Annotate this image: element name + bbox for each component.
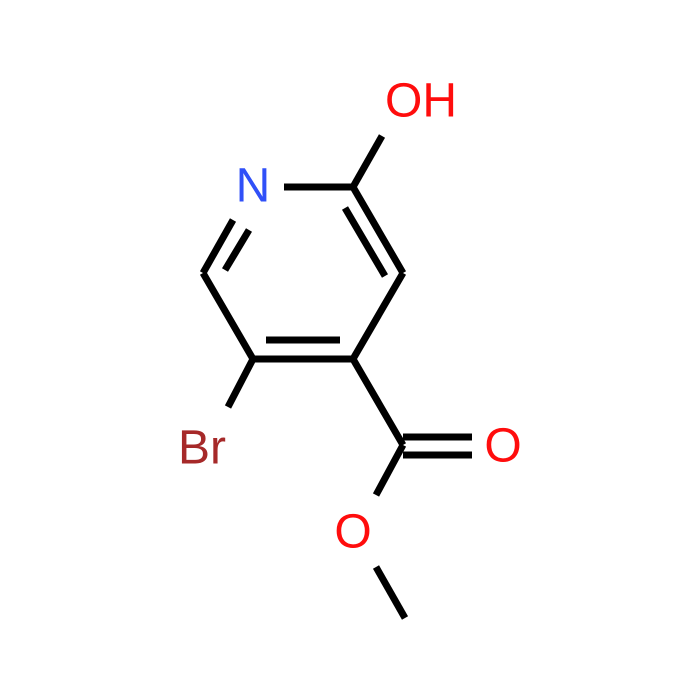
atom-label-br: Br [178, 422, 226, 475]
bond-c6-n1 [199, 218, 237, 275]
bond-c5-br [224, 357, 257, 409]
bond-c2-c3-inner [341, 206, 389, 278]
atom-label-n: N [236, 160, 271, 213]
atom-label-o-carbonyl: O [484, 420, 521, 473]
bond-o-methyl [372, 565, 409, 620]
atom-label-oh: OH [385, 75, 457, 128]
bond-c2-oh [349, 134, 386, 189]
bond-c4-carbonyl-c [349, 357, 407, 447]
atom-label-o-ester: O [334, 506, 371, 559]
bond-c3-c4 [349, 271, 407, 361]
bond-c6-n1-inner [221, 228, 253, 272]
bond-c2-c3 [349, 185, 407, 275]
bond-c5-c6 [199, 271, 257, 361]
bond-c-o-ester [372, 443, 407, 497]
